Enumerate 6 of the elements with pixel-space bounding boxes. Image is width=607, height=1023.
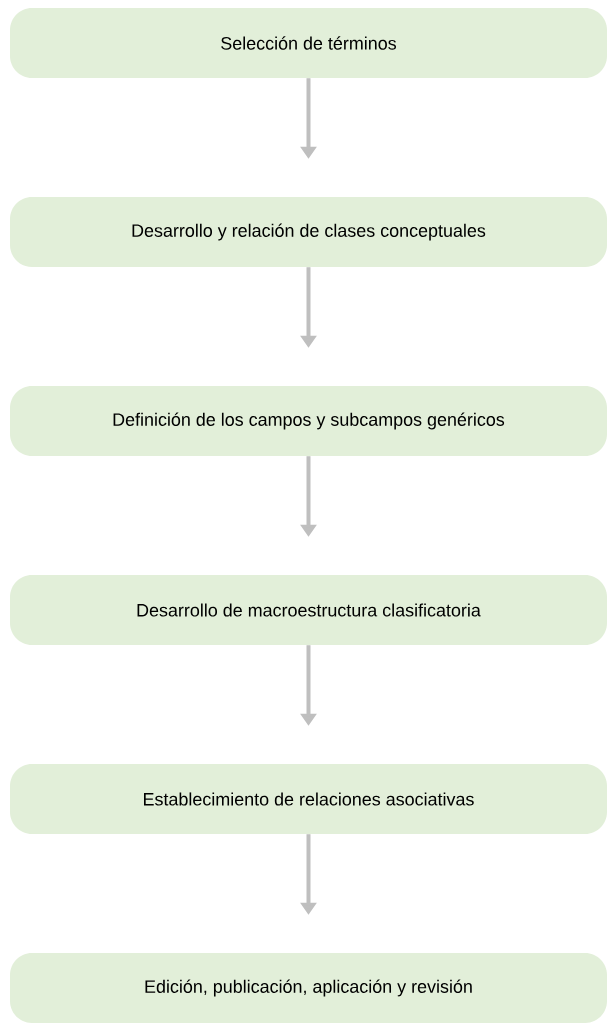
process-box: Selección de términos — [10, 8, 607, 78]
process-box: Desarrollo de macroestructura clasificatoria — [10, 575, 607, 645]
process-box: Establecimiento de relaciones asociativas — [10, 764, 607, 834]
process-box: Desarrollo y relación de clases conceptuales — [10, 197, 607, 267]
process-box: Edición, publicación, aplicación y revisión — [10, 953, 607, 1023]
process-box: Definición de los campos y subcampos genéricos — [10, 386, 607, 456]
